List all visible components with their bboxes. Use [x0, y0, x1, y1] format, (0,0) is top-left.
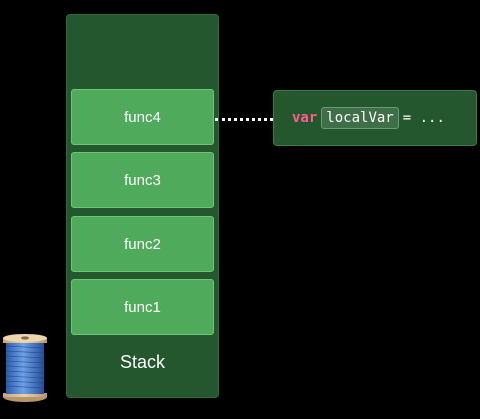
variable-assignment: = ... [402, 110, 445, 126]
variable-name: localVar [321, 107, 399, 129]
thread-spool-icon [3, 334, 47, 402]
local-variable-panel: var localVar = ... [273, 90, 477, 146]
stack-frame-func3: func3 [71, 152, 214, 208]
stack-frame-func4: func4 [71, 89, 214, 145]
var-keyword: var [292, 110, 318, 126]
stack-label: Stack [119, 352, 166, 372]
stack-frame-func1: func1 [71, 279, 214, 335]
dotted-connector [215, 118, 273, 121]
stack-frame-func2: func2 [71, 216, 214, 272]
